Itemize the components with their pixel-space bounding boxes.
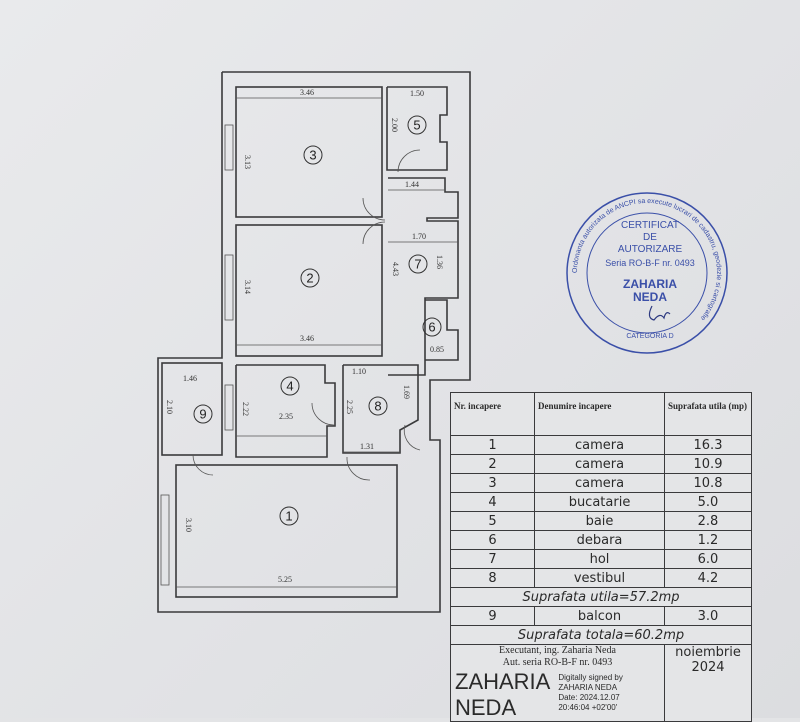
svg-text:9: 9: [199, 406, 206, 421]
room-label-6: 6: [422, 317, 442, 337]
header-name: Denumire incapere: [534, 392, 665, 436]
room-label-8: 8: [368, 396, 388, 416]
subtotal: Suprafata utila=57.2mp: [450, 587, 752, 607]
signature-block: Executant, ing. Zaharia Neda Aut. seria …: [450, 644, 665, 722]
dim-r8-width-2: 1.31: [360, 442, 374, 451]
table-header: Nr. incapere Denumire incapere Suprafata…: [450, 392, 752, 436]
subtotal-row: Suprafata utila=57.2mp: [450, 587, 752, 607]
window: [224, 124, 234, 171]
total: Suprafata totala=60.2mp: [450, 625, 752, 645]
digital-signature-line: Digitally signed by: [558, 673, 623, 682]
signature-name-1: ZAHARIA: [455, 669, 551, 694]
dim-r3-width: 3.46: [300, 88, 314, 97]
dim-r8-height-2: 1.69: [402, 385, 411, 399]
room-label-3: 3: [303, 145, 323, 165]
dim-hol-height: 4.43: [391, 262, 400, 276]
dim-hol-width-2: 1.70: [412, 232, 426, 241]
dim-r1-height: 3.10: [184, 518, 193, 532]
dim-r7-height: 1.36: [435, 255, 444, 269]
room-number: 3: [309, 147, 316, 162]
window: [160, 494, 170, 586]
door-swing: [192, 454, 214, 476]
room-label-1: 1: [279, 506, 299, 526]
room-label-9: 9: [193, 404, 213, 424]
dim-r9-width: 1.46: [183, 374, 197, 383]
authorization-stamp: Ordonanta autorizata de ANCPI sa execute…: [566, 192, 728, 354]
stamp-category: CATEGORIA D: [626, 333, 673, 340]
digital-signature-line: ZAHARIA NEDA: [558, 683, 618, 692]
stamp-line-2: DE: [643, 232, 657, 243]
dim-r8-height-1: 2.25: [345, 400, 354, 414]
dim-hol-width-1: 1.44: [405, 180, 419, 189]
signature-row: Executant, ing. Zaharia Neda Aut. seria …: [450, 644, 752, 722]
svg-text:1: 1: [285, 508, 292, 523]
rooms-table: Nr. incapere Denumire incapere Suprafata…: [450, 392, 752, 722]
dim-r5-width: 1.50: [410, 89, 424, 98]
room-8: [342, 364, 419, 454]
room-2: [235, 224, 383, 357]
door-swing: [362, 197, 386, 245]
header-area: Suprafata utila (mp): [664, 392, 752, 436]
executant: Executant, ing. Zaharia Neda: [499, 645, 616, 656]
room-1: [175, 464, 398, 598]
room-7: [388, 177, 459, 376]
dim-r9-height: 2.10: [165, 400, 174, 414]
stamp-name-2: NEDA: [633, 290, 667, 304]
room-label-4: 4: [280, 376, 300, 396]
room-6: [425, 299, 459, 361]
room-5: [386, 86, 448, 171]
svg-text:5: 5: [413, 117, 420, 132]
room-4: [235, 364, 336, 458]
svg-text:4: 4: [286, 378, 293, 393]
room-9: [161, 362, 223, 456]
digital-signature-line: Date: 2024.12.07: [558, 693, 620, 702]
total-row: Suprafata totala=60.2mp: [450, 625, 752, 645]
dim-r4-height: 2.22: [241, 402, 250, 416]
dim-r2-width: 3.46: [300, 334, 314, 343]
room-3: [235, 86, 383, 218]
authorization: Aut. seria RO-B-F nr. 0493: [502, 657, 613, 668]
stamp-line-1: CERTIFICAT: [621, 220, 679, 231]
signature-name-2: NEDA: [455, 695, 517, 720]
door-swing: [403, 424, 421, 451]
dim-r4-width: 2.35: [279, 412, 293, 421]
door-swing: [346, 456, 371, 481]
svg-text:6: 6: [428, 319, 435, 334]
header-nr: Nr. incapere: [450, 392, 535, 436]
handwritten-signature: [648, 305, 671, 321]
svg-text:7: 7: [414, 256, 421, 271]
svg-text:8: 8: [374, 398, 381, 413]
window: [224, 384, 234, 431]
door-swing: [397, 149, 421, 173]
dim-r8-width-1: 1.10: [352, 367, 366, 376]
stamp-line-3: AUTORIZARE: [618, 244, 683, 255]
date-month: noiembrie 2024: [664, 644, 752, 722]
outer-wall: [157, 71, 471, 613]
room-label-2: 2: [300, 268, 320, 288]
window: [224, 254, 234, 321]
stamp-serie: Seria RO-B-F nr. 0493: [605, 258, 695, 268]
dim-r6-width: 0.85: [430, 345, 444, 354]
dim-r2-height: 3.14: [243, 280, 252, 294]
svg-text:2: 2: [306, 270, 313, 285]
room-label-7: 7: [408, 254, 428, 274]
dim-r3-height: 3.13: [243, 155, 252, 169]
digital-signature-line: 20:46:04 +02'00': [558, 703, 618, 712]
stamp-name-1: ZAHARIA: [623, 277, 677, 291]
room-label-5: 5: [407, 115, 427, 135]
dim-r1-width: 5.25: [278, 575, 292, 584]
door-swing: [311, 402, 336, 426]
dim-r5-height: 2.00: [390, 118, 399, 132]
